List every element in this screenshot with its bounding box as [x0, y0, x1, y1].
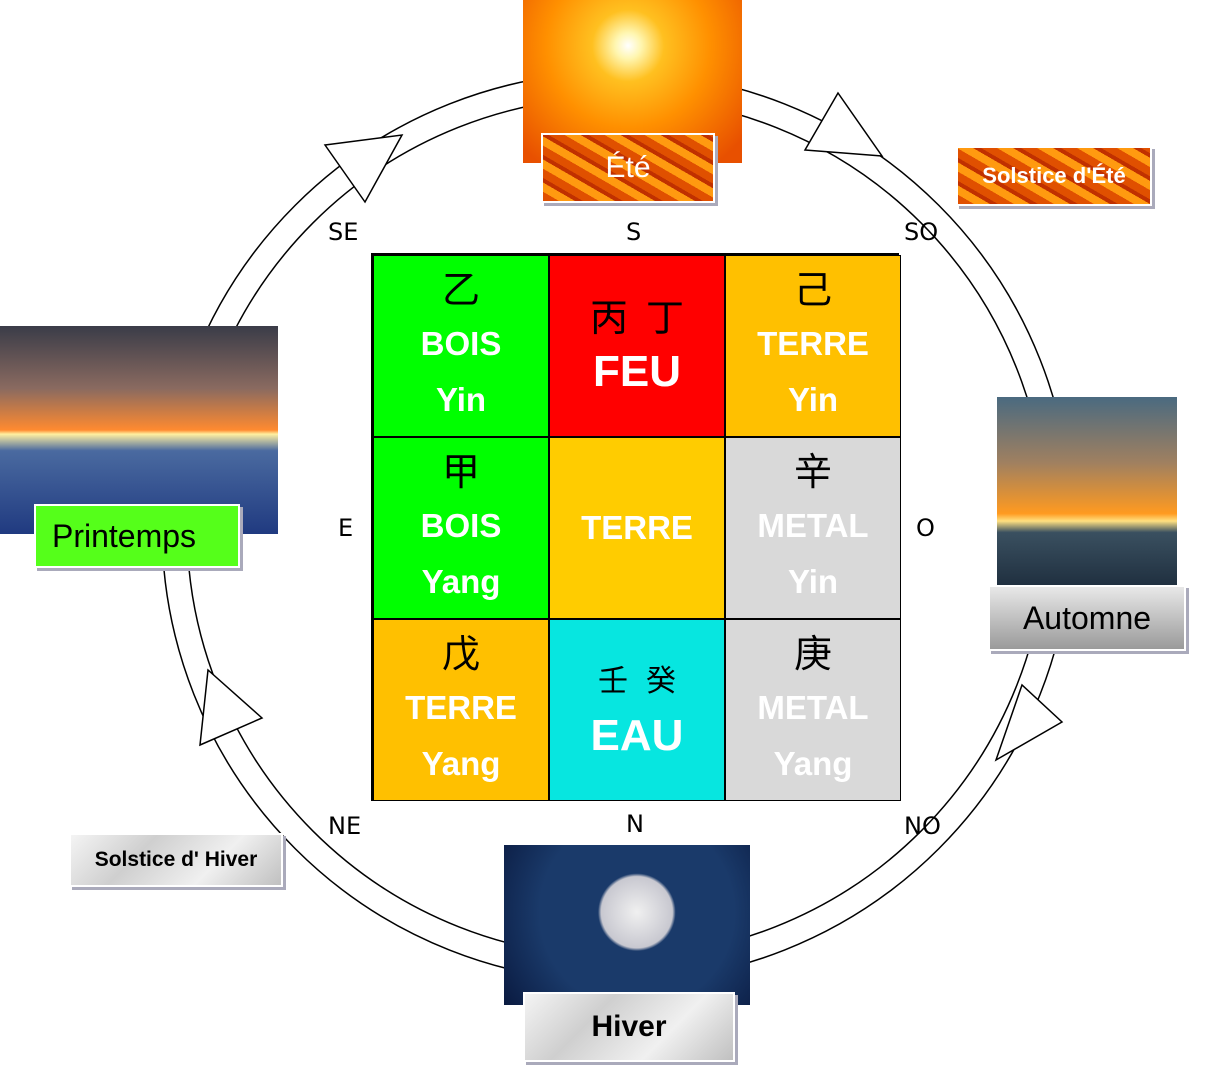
element-cell: 丙丁 FEU — [549, 255, 725, 437]
stem-characters: 甲 — [441, 450, 498, 494]
polarity: Yang — [773, 745, 853, 782]
direction-e: E — [338, 514, 354, 542]
element-name: METAL — [757, 507, 869, 544]
element-cell: 乙 BOIS Yin — [373, 255, 549, 437]
polarity: Yin — [787, 563, 839, 600]
direction-se: SE — [328, 218, 359, 246]
spring-label: Printemps — [34, 504, 240, 568]
stem-characters: 戊 — [441, 632, 498, 676]
stem-characters: 己 — [793, 268, 850, 312]
element-cell: 己 TERRE Yin — [725, 255, 901, 437]
direction-no: NO — [904, 812, 941, 840]
arrow-icon — [803, 91, 884, 157]
element-cell: 辛 METAL Yin — [725, 437, 901, 619]
element-cell: 庚 METAL Yang — [725, 619, 901, 801]
winter-label: Hiver — [523, 992, 735, 1062]
winter-solstice-label: Solstice d' Hiver — [69, 833, 283, 887]
arrow-icon — [199, 668, 264, 747]
arrow-icon — [994, 683, 1064, 762]
winter-moon-image — [504, 845, 750, 1005]
element-cell: 戊 TERRE Yang — [373, 619, 549, 801]
autumn-sunset-image — [997, 397, 1177, 585]
element-name: TERRE — [757, 325, 869, 362]
stem-characters: 辛 — [793, 450, 850, 494]
direction-so: SO — [904, 218, 939, 246]
direction-ne: NE — [328, 812, 362, 840]
polarity: Yang — [421, 563, 501, 600]
spring-sunrise-image — [0, 326, 278, 534]
arrow-icon — [323, 134, 404, 204]
stem-characters: 乙 — [441, 268, 498, 312]
element-name: METAL — [757, 689, 869, 726]
element-name: TERRE — [581, 509, 693, 546]
stem-characters: 庚 — [793, 632, 850, 676]
stem-characters: 壬癸 — [598, 664, 694, 699]
summer-solstice-label: Solstice d'Été — [956, 146, 1152, 206]
direction-s: S — [626, 218, 642, 246]
polarity: Yin — [787, 381, 839, 418]
element-name: EAU — [590, 711, 684, 760]
polarity: Yin — [435, 381, 487, 418]
summer-label: Été — [541, 133, 715, 203]
element-name: FEU — [593, 347, 681, 396]
element-name: BOIS — [420, 507, 502, 544]
element-name: TERRE — [405, 689, 517, 726]
polarity: Yang — [421, 745, 501, 782]
element-name: BOIS — [420, 325, 502, 362]
direction-o: O — [916, 514, 935, 542]
element-cell: 甲 BOIS Yang — [373, 437, 549, 619]
direction-n: N — [626, 810, 644, 838]
autumn-label: Automne — [988, 585, 1186, 651]
stem-characters: 丙丁 — [589, 296, 702, 340]
element-cell: TERRE — [549, 437, 725, 619]
element-cell: 壬癸 EAU — [549, 619, 725, 801]
